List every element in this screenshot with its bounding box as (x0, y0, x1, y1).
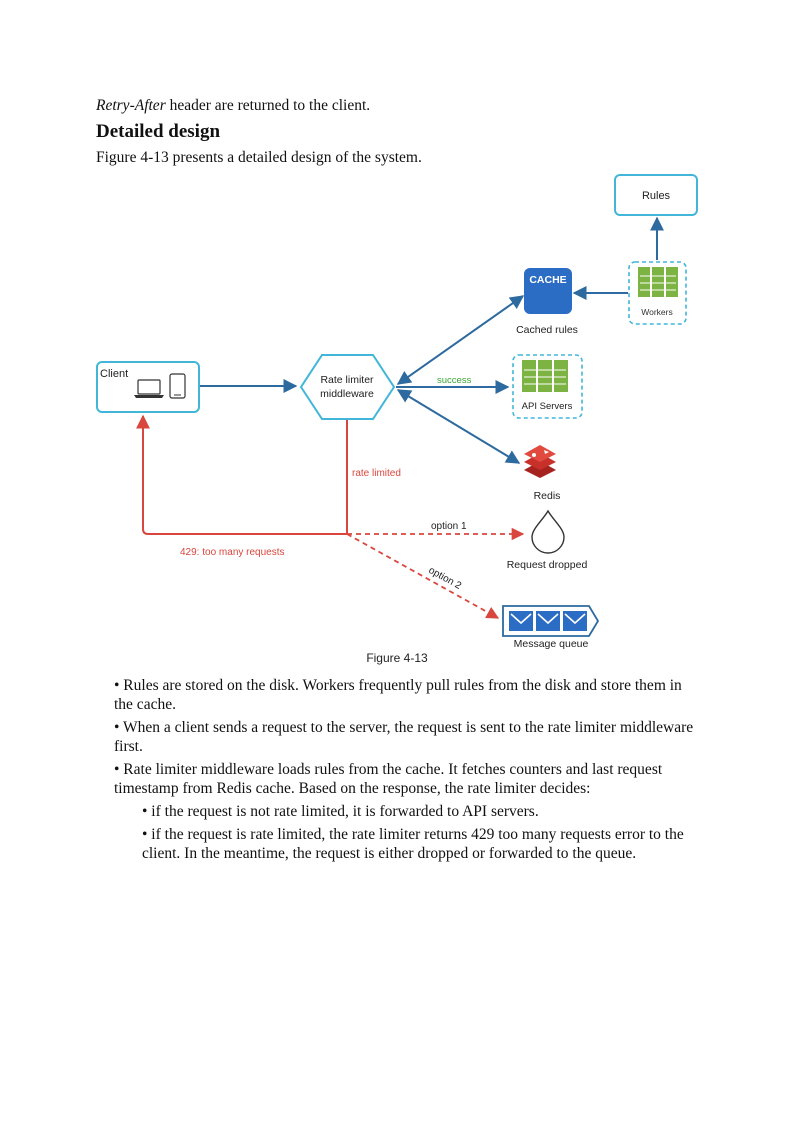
section-heading: Detailed design (96, 121, 221, 142)
too-many-requests-arrow (136, 414, 347, 535)
intro-rest: header are returned to the client. (165, 97, 371, 114)
intro-sentence: Retry-After header are returned to the c… (96, 97, 370, 115)
redis-icon (524, 445, 556, 478)
request-dropped-icon (531, 509, 565, 554)
bullet-limiter-decision: • Rate limiter middleware loads rules fr… (114, 761, 663, 797)
option2-arrow (346, 533, 500, 619)
workers-box: Workers (628, 261, 687, 325)
rate-limited-label: rate limited (352, 468, 401, 479)
laptop-icon (134, 379, 164, 398)
request-dropped-label: Request dropped (507, 559, 588, 571)
phone-icon (169, 373, 186, 399)
redis-label: Redis (534, 490, 561, 502)
message-queue-label: Message queue (514, 638, 589, 650)
limiter-cache-arrow (396, 295, 525, 385)
bullet-request-flow: • When a client sends a request to the s… (114, 719, 694, 755)
sub-bullet-not-limited: • if the request is not rate limited, it… (142, 803, 539, 820)
figure-caption: Figure 4-13 (366, 651, 428, 665)
api-servers-label: API Servers (522, 401, 573, 412)
cache-icon: CACHE (524, 268, 572, 314)
rules-box: Rules (614, 174, 698, 216)
sub-bullet-limited: • if the request is rate limited, the ra… (142, 826, 684, 862)
workers-server-icon (638, 267, 678, 297)
client-label: Client (100, 368, 128, 380)
bullet-rules-storage: • Rules are stored on the disk. Workers … (114, 677, 682, 713)
cache-label: CACHE (529, 274, 566, 286)
rules-label: Rules (642, 190, 671, 202)
api-servers-box: API Servers (512, 354, 583, 419)
success-label: success (437, 375, 472, 386)
too-many-requests-label: 429: too many requests (180, 547, 285, 558)
rate-limiter-diagram: Rules Workers CACHE Cached rules Client (96, 174, 698, 665)
figure-intro: Figure 4-13 presents a detailed design o… (96, 149, 422, 166)
workers-label: Workers (641, 307, 673, 317)
rate-limiter-label-1: Rate limiter (320, 374, 374, 386)
cached-rules-label: Cached rules (516, 324, 578, 336)
rate-limiter-label-2: middleware (320, 388, 374, 400)
retry-after-term: Retry-After (96, 97, 166, 114)
rate-limiter-hexagon: Rate limiter middleware (299, 354, 396, 420)
api-server-icon (522, 360, 568, 392)
client-box: Client (96, 361, 200, 413)
option1-label: option 1 (431, 521, 467, 532)
limiter-redis-arrow (396, 389, 521, 464)
message-queue-icon (502, 605, 600, 637)
